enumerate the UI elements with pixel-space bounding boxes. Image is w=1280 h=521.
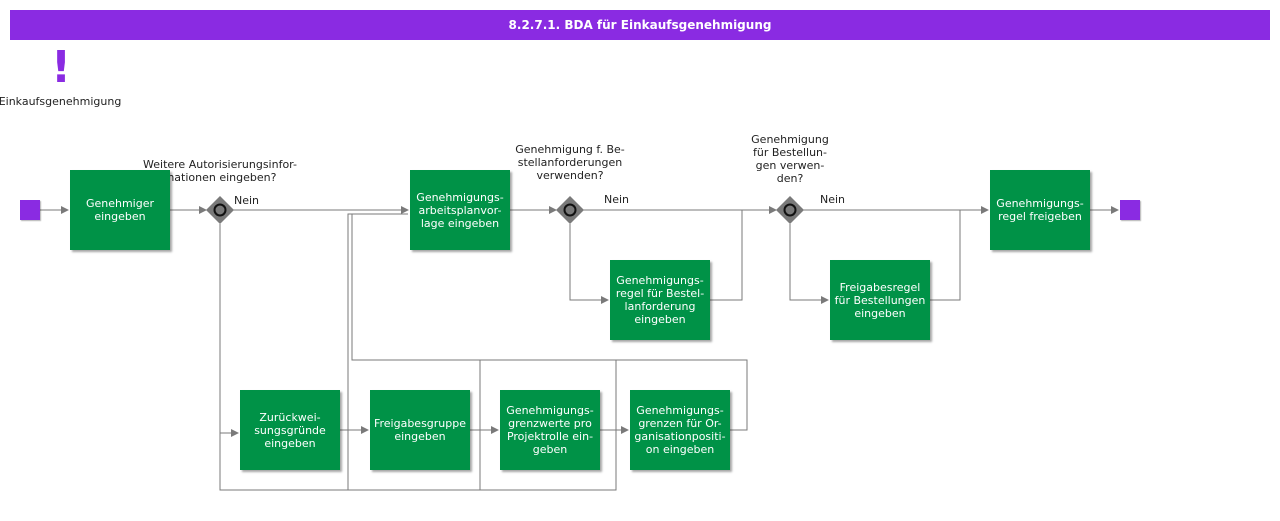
annotation-label: Einkaufsgenehmigung [0,95,122,108]
flow-g2-regelbestellanf [569,224,609,304]
gateway-g1-label: Weitere Autorisierungsinfor- mationen ei… [143,158,297,184]
task-genehmiger-eingeben[interactable]: Genehmiger eingeben [70,170,170,250]
flow-g3-freigabebestell [789,224,829,304]
flow-g1-zurueckweisung [219,224,239,437]
flow-bypass-bottom-3 [480,360,617,491]
task-arbeitsplanvorlage-eingeben[interactable]: Genehmigungs- arbeitsplanvor- lage einge… [410,170,510,250]
edge-label-g3-nein: Nein [820,193,846,206]
flow-freigabebestell-merge [930,210,961,301]
task-freigabesgruppe-eingeben[interactable]: Freigabesgruppe eingeben [370,390,470,470]
gateway-g3 [776,196,804,224]
task-zurueckweisungsgruende-eingeben[interactable]: Zurückwei- sungsgründe eingeben [240,390,340,470]
exclamation-icon: ! [50,42,72,93]
start-event [20,200,40,220]
gateway-g2-label: Genehmigung f. Be- stellanforderungen ve… [515,143,625,182]
task-grenzwerte-projektrolle-eingeben[interactable]: Genehmigungs- grenzwerte pro Projektroll… [500,390,600,470]
flow-grenzenorg-back [351,214,748,431]
edge-label-g2-nein: Nein [604,193,630,206]
diagram-title: 8.2.7.1. BDA für Einkaufsgenehmigung [508,18,772,32]
edge-label-g1-nein: Nein [234,194,260,207]
gateway-g3-label: Genehmigung für Bestellun- gen verwen- d… [751,133,829,185]
task-grenzen-organisationposition-eingeben[interactable]: Genehmigungs- grenzen für Or- ganisation… [630,390,730,470]
end-event [1120,200,1140,220]
gateway-g2 [556,196,584,224]
task-genehmigungsregel-freigeben[interactable]: Genehmigungs- regel freigeben [990,170,1090,250]
task-regel-bestellanforderung-eingeben[interactable]: Genehmigungs- regel für Bestel- lanforde… [610,260,710,340]
gateway-g1 [206,196,234,224]
flow-regelbestellanf-merge [710,210,743,301]
diagram-title-bar: 8.2.7.1. BDA für Einkaufsgenehmigung [10,10,1270,40]
task-freigabesregel-bestellungen-eingeben[interactable]: Freigabesregel für Bestellungen eingeben [830,260,930,340]
